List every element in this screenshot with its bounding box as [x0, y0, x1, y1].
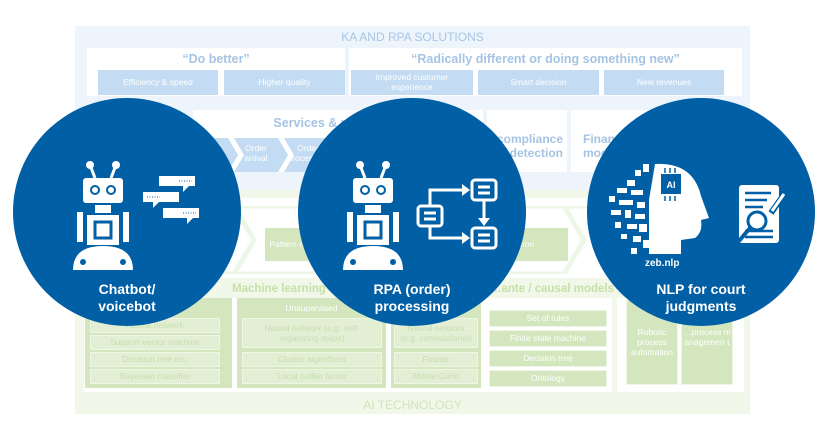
- causal-item: Ontology: [489, 370, 607, 387]
- robot-icon: [343, 160, 403, 270]
- solutions-title: KA AND RPA SOLUTIONS: [341, 30, 484, 44]
- goal-new-revenues: New revenues: [604, 70, 724, 95]
- ai-head-icon: AI: [605, 160, 715, 256]
- goal-customer-experience: Improved customer experience: [351, 70, 473, 95]
- ai-technology-title: AI TECHNOLOGY: [363, 398, 462, 412]
- ml-item: Support vector machine: [90, 335, 220, 350]
- use-case-chatbot[interactable]: Chatbot/ voicebot: [13, 98, 241, 326]
- compliance-text: compliance detection: [496, 132, 563, 161]
- ml-item: Monte Carlo: [394, 369, 478, 384]
- causal-item: Finite state machine: [489, 330, 607, 347]
- causal-item: Decision tree: [489, 350, 607, 367]
- robot-icon: [73, 160, 133, 270]
- chevron-outline-1: [84, 206, 257, 274]
- do-better-title: “Do better”: [182, 52, 250, 66]
- causal-item: Set of rules: [489, 310, 607, 327]
- service-step-order-arrival: Order arrival: [244, 143, 268, 164]
- document-search-icon: [737, 183, 787, 245]
- goal-quality: Higher quality: [224, 70, 345, 95]
- radical-title: “Radically different or doing something …: [411, 52, 680, 66]
- flowchart-icon: [416, 178, 498, 250]
- ml-item: Fourier: [394, 352, 478, 367]
- machine-learning-title: Machine learning: [232, 283, 326, 295]
- svg-text:AI: AI: [667, 180, 676, 190]
- ai-chevrons: [84, 206, 744, 274]
- chevron-outline-2: [232, 206, 587, 274]
- zeb-nlp-label: zeb.nlp: [645, 258, 680, 269]
- ml-item: Local outlier factor: [242, 369, 382, 384]
- use-case-label: NLP for court judgments: [656, 281, 746, 314]
- use-case-nlp[interactable]: AI zeb.nlp NLP for court judgments: [587, 98, 815, 326]
- service-step-order-processing: Order processing: [287, 143, 329, 164]
- goal-smart-decision: Smart decision: [478, 70, 599, 95]
- use-case-rpa[interactable]: RPA (order) processing: [298, 98, 526, 326]
- ml-item: Neural network (e.g. self-organizing map…: [242, 318, 382, 348]
- chevron-step-2: [234, 138, 288, 172]
- ml-item: Decision tree etc.: [90, 352, 220, 367]
- use-case-label: RPA (order) processing: [373, 281, 451, 314]
- ml-item: Bayesian classifier: [90, 369, 220, 384]
- chat-bubbles-icon: [143, 176, 203, 226]
- ml-item: Cluster algorithms: [242, 352, 382, 367]
- causal-models-title: …ante / causal models: [490, 283, 614, 295]
- goal-efficiency: Efficiency & speed: [98, 70, 218, 95]
- use-case-label: Chatbot/ voicebot: [98, 281, 156, 314]
